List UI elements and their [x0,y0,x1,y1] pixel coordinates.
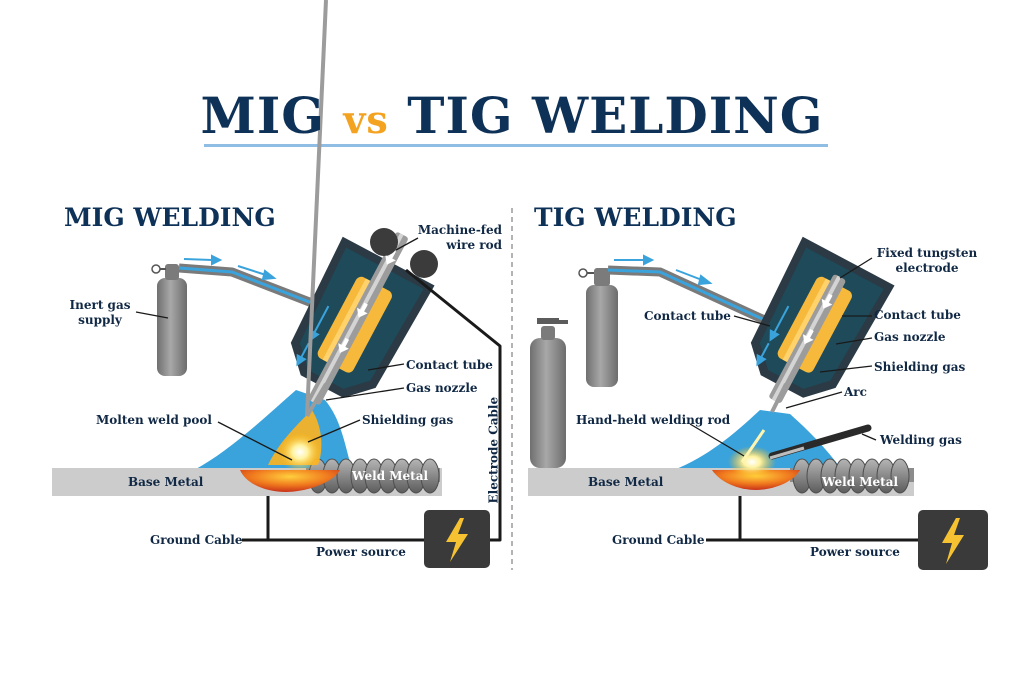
tig-label-fixed-tungsten: Fixed tungsten electrode [872,246,982,276]
mig-label-electrode-cable: Electrode Cable [486,396,501,504]
tig-label-contact-tube-left: Contact tube [644,309,731,323]
tig-leader-lines [689,257,877,457]
title-vs: vs [343,97,389,142]
valve-icon [151,264,161,274]
lightning-bolt-icon [942,518,964,564]
label-line: electrode [895,261,959,275]
label-line: supply [78,313,122,327]
tig-ground-cable [738,496,918,542]
mig-artwork [52,0,502,568]
mig-leader-lines [135,237,419,461]
tig-label-welding-gas: Welding gas [880,433,962,447]
mig-weld-bead [306,458,440,494]
feed-roller-left [370,228,398,256]
mig-gas-cylinder [151,264,187,376]
mig-label-inert-gas: Inert gas supply [64,298,136,328]
mig-label-contact-tube: Contact tube [406,358,493,372]
tig-gas-cylinder [578,268,618,387]
tig-label-weld-metal: Weld Metal [822,475,899,489]
mig-label-ground-cable: Ground Cable [150,533,243,547]
tig-label-base-metal: Base Metal [588,475,664,489]
mig-label-shielding-gas: Shielding gas [362,413,454,427]
title-left: MIG [200,86,325,145]
mig-label-machine-fed: Machine-fed wire rod [412,223,502,253]
tig-label-gas-nozzle: Gas nozzle [874,330,946,344]
mig-label-weld-metal: Weld Metal [352,469,429,483]
tig-molten-pool [712,470,800,490]
tig-label-hand-held-rod: Hand-held welding rod [576,413,731,427]
mig-molten-pool [240,470,340,492]
tig-label-contact-tube: Contact tube [874,308,961,322]
valve-icon [578,268,588,278]
tig-label-arc: Arc [844,385,867,399]
label-line: wire rod [446,238,502,252]
tig-large-cylinder [530,318,568,468]
title-right: TIG WELDING [407,86,824,145]
mig-gas-hose [178,263,327,313]
mig-ground-cable [266,496,426,542]
title-underline [204,144,828,147]
mig-heading: MIG WELDING [64,203,276,232]
mig-label-base-metal: Base Metal [128,475,204,489]
lightning-bolt-icon [446,518,468,562]
mig-label-gas-nozzle: Gas nozzle [406,381,478,395]
tig-label-power-source: Power source [810,545,900,559]
mig-torch [290,232,435,405]
label-line: Machine-fed [417,223,502,237]
mig-electrode-cable [405,268,502,542]
page-title: MIG vs TIG WELDING [0,86,1024,150]
gas-flow-arrows [183,254,277,281]
gas-flow-arrows [614,254,713,286]
mig-label-power-source: Power source [316,545,406,559]
tig-artwork [528,236,988,570]
label-line: Inert gas [69,298,131,312]
tig-torch [750,236,895,403]
tig-label-ground-cable: Ground Cable [612,533,705,547]
tig-weld-bead [790,458,914,494]
tig-heading: TIG WELDING [534,203,737,232]
tig-label-shielding-gas: Shielding gas [874,360,966,374]
feed-roller-right [410,250,438,278]
label-line: Fixed tungsten [876,246,978,260]
mig-label-molten-weld-pool: Molten weld pool [96,413,212,427]
